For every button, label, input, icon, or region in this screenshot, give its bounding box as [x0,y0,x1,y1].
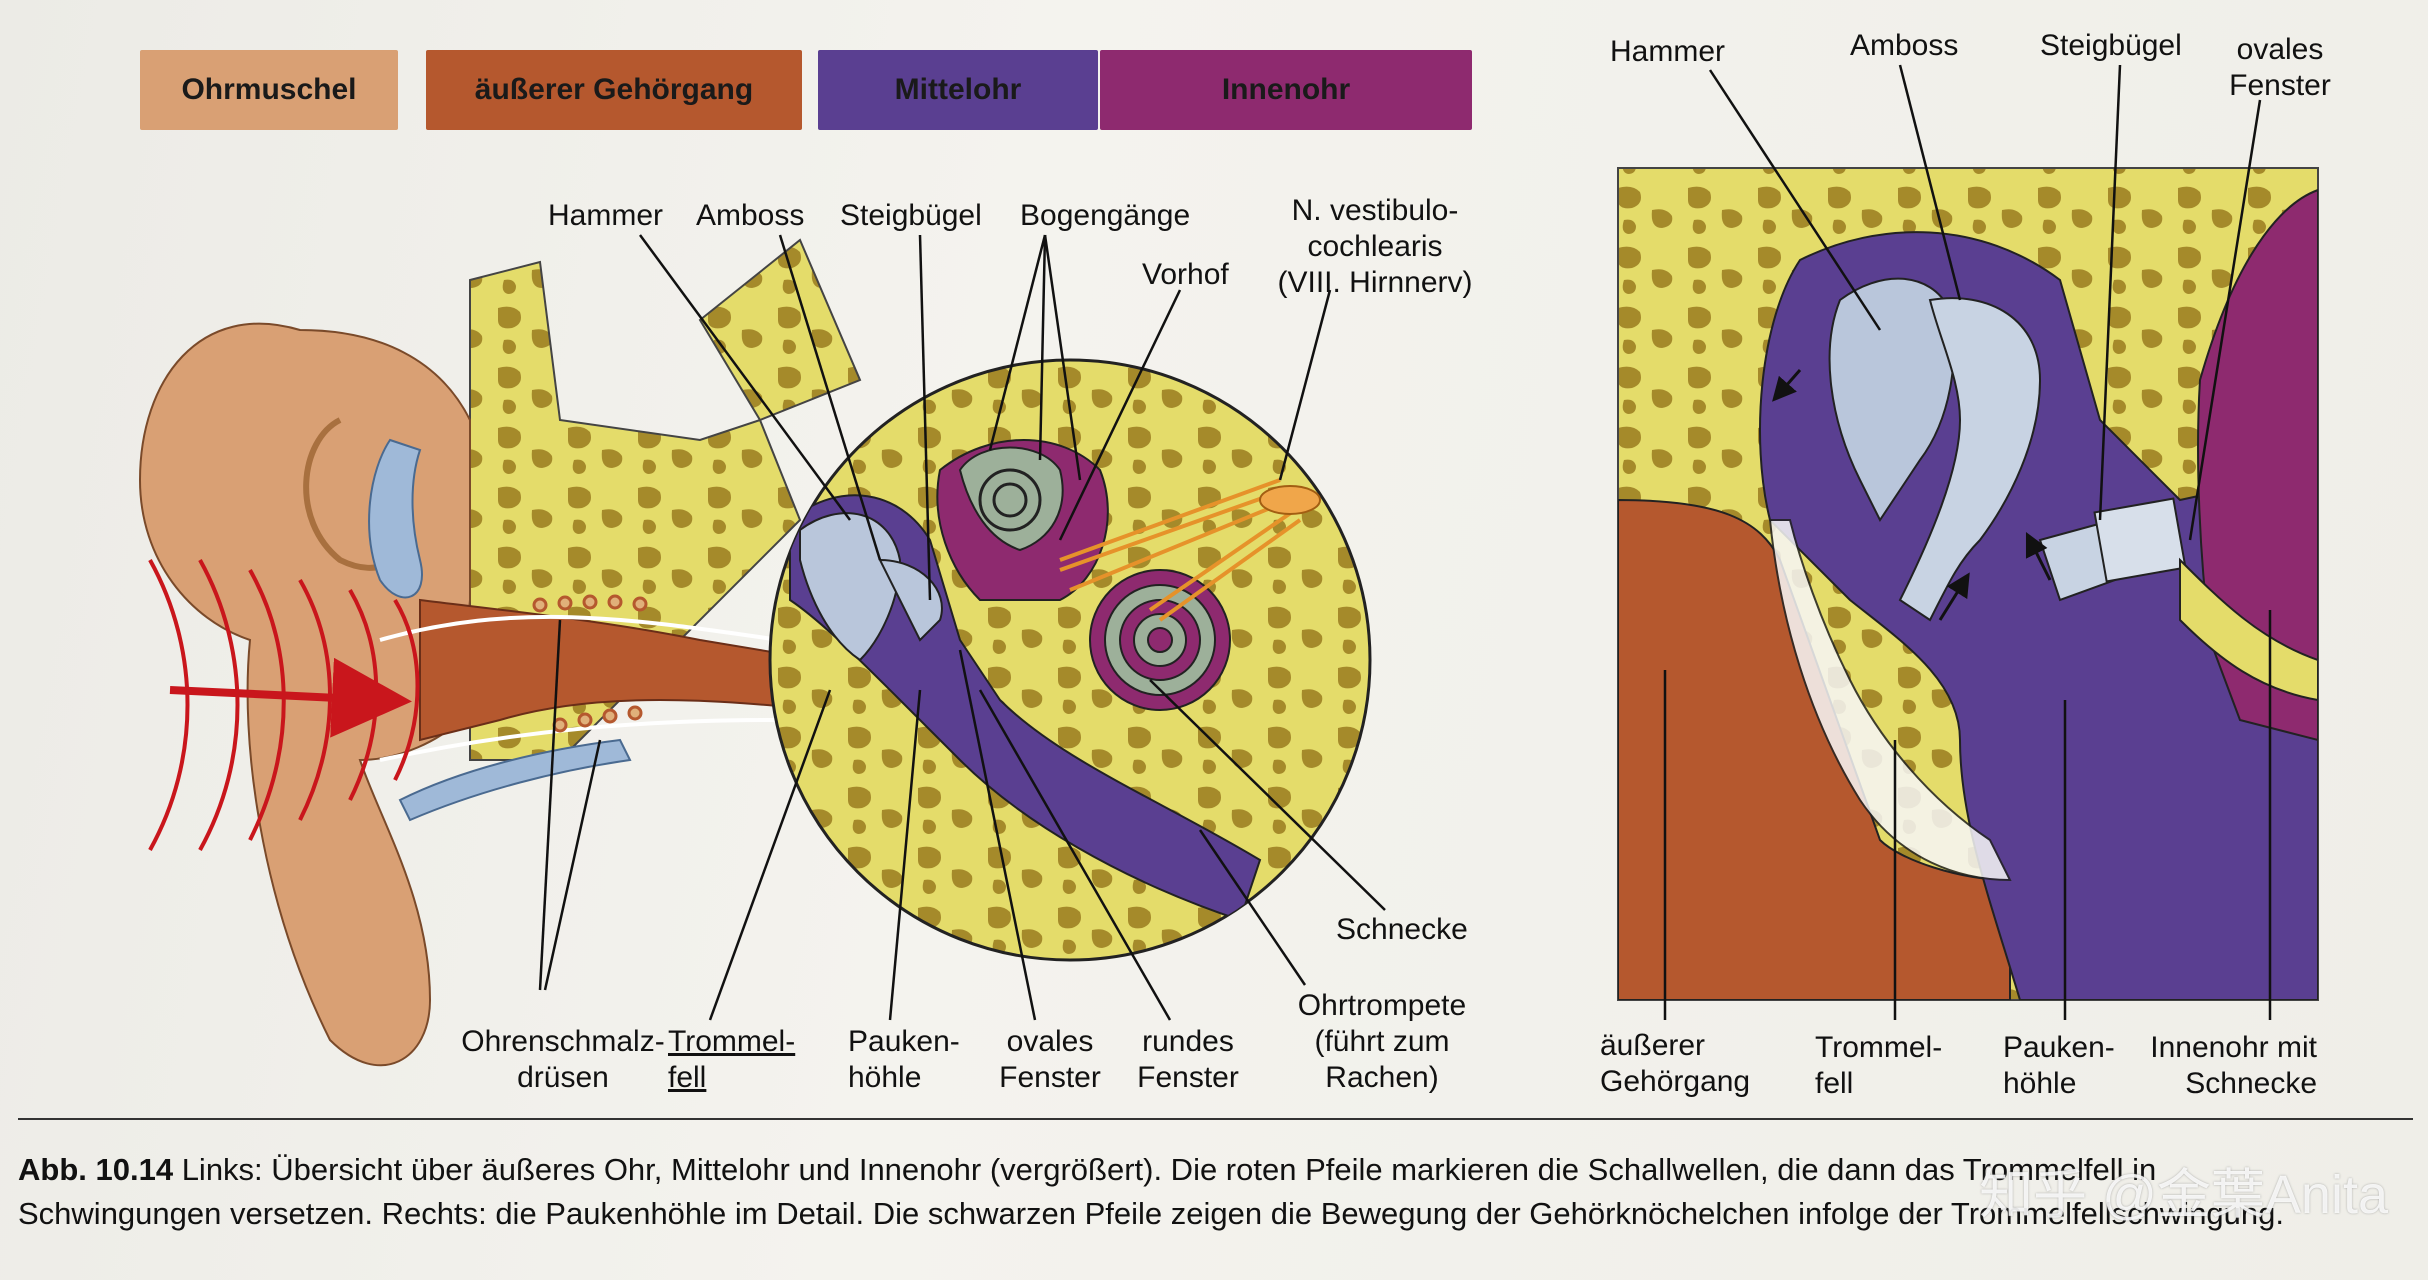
cartilage-upper [368,438,423,599]
label-left-trommelfell-line1: Trommel- [668,1025,796,1058]
label-left-ohrtrompete-line1: Ohrtrompete [1297,989,1467,1022]
label-left-schnecke: Schnecke [1336,913,1468,946]
label-right-ovales-line2: Fenster [2229,69,2331,102]
legend-mittelohr-label: Mittelohr [894,73,1022,106]
label-right-trommelfell-line2: fell [1815,1067,1854,1100]
cartilage-lower [398,738,632,822]
label-right-ovales-fenster: ovales Fenster [2220,32,2340,104]
legend-innenohr-label: Innenohr [1221,73,1351,106]
label-right-gehoergang-line1: äußerer [1600,1029,1706,1062]
label-right-hammer: Hammer [1610,35,1726,68]
label-left-steigbuegel: Steigbügel [840,199,982,232]
caption-rule [18,1118,2413,1120]
label-left-drusen: Ohrenschmalz- drüsen [448,1024,678,1096]
label-left-drusen-line1: Ohrenschmalz- [461,1025,665,1058]
external-ear-canal [379,598,821,762]
label-left-nerv: N. vestibulo- cochlearis (VIII. Hirnnerv… [1275,193,1475,301]
label-left-ovales-fenster: ovales Fenster [990,1024,1110,1096]
label-right-steigbuegel: Steigbügel [2040,29,2182,62]
label-left-ovales-line1: ovales [1006,1025,1094,1058]
label-left-trommelfell: Trommel- fell [668,1024,795,1096]
caption-line1-text: Links: Übersicht über äußeres Ohr, Mitte… [181,1152,2157,1187]
label-right-trommelfell-line1: Trommel- [1815,1031,1943,1064]
label-left-hammer: Hammer [548,199,664,232]
label-left-nerv-line2: cochlearis [1307,230,1443,263]
label-left-bogengaenge: Bogengänge [1020,199,1191,232]
legend-mittelohr: Mittelohr [818,50,1098,130]
label-left-rundes-line2: Fenster [1137,1061,1239,1094]
ceruminous-glands [532,594,648,733]
label-right-paukenhoehle-line1: Pauken- [2003,1031,2115,1064]
magnified-circle [768,358,1372,962]
left-leader-lines [538,234,1386,1021]
label-left-vorhof: Vorhof [1142,258,1229,291]
label-right-innenohr: Innenohr mit Schnecke [2135,1030,2317,1102]
label-right-gehoergang: äußerer Gehörgang [1600,1028,1750,1100]
ossicle-motion-arrows [1772,369,2052,621]
label-right-trommelfell: Trommel- fell [1815,1030,1942,1102]
label-left-ohrtrompete: Ohrtrompete (führt zum Rachen) [1272,988,1492,1096]
nerve-ganglion [1259,485,1321,515]
label-left-paukenhoehle-line2: höhle [848,1061,922,1094]
caption-line1: Abb. 10.14 Links: Übersicht über äußeres… [18,1148,2413,1192]
label-left-rundes-fenster: rundes Fenster [1128,1024,1248,1096]
right-detail-panel [1617,167,2319,1001]
label-left-paukenhoehle-line1: Pauken- [848,1025,960,1058]
nerve-fibers [1059,478,1302,622]
sound-arrow [169,657,412,738]
watermark: 知乎 @金葉Anita [1979,1165,2388,1225]
label-right-paukenhoehle-line2: höhle [2003,1067,2077,1100]
sound-waves [148,559,420,851]
label-left-ohrtrompete-line2: (führt zum [1314,1025,1450,1058]
label-right-paukenhoehle: Pauken- höhle [2003,1030,2115,1102]
label-left-drusen-line2: drüsen [517,1061,609,1094]
legend-ohrmuschel-label: Ohrmuschel [181,73,357,106]
right-leader-lines [1663,64,2272,1020]
label-right-gehoergang-line2: Gehörgang [1600,1065,1751,1098]
figure-caption: Abb. 10.14 Links: Übersicht über äußeres… [18,1148,2413,1236]
label-left-ovales-line2: Fenster [999,1061,1101,1094]
label-left-ohrtrompete-line3: Rachen) [1325,1061,1439,1094]
label-left-rundes-line1: rundes [1142,1025,1234,1058]
label-left-amboss: Amboss [696,199,805,232]
caption-figure-number: Abb. 10.14 [18,1152,174,1187]
legend-ohrmuschel: Ohrmuschel [140,50,398,130]
label-left-nerv-line3: (VIII. Hirnnerv) [1277,266,1473,299]
legend-innenohr: Innenohr [1100,50,1472,130]
cochlea-spiral [1089,569,1231,711]
label-left-nerv-line1: N. vestibulo- [1291,194,1459,227]
legend-aeusserer-gehoergang: äußerer Gehörgang [426,50,802,130]
label-left-paukenhoehle: Pauken- höhle [848,1024,960,1096]
label-right-amboss: Amboss [1850,29,1959,62]
label-right-innenohr-line1: Innenohr mit [2150,1031,2317,1064]
caption-line2: Schwingungen versetzen. Rechts: die Pauk… [18,1196,2285,1231]
label-left-trommelfell-line2: fell [668,1061,707,1094]
label-right-ovales-line1: ovales [2236,33,2324,66]
label-right-innenohr-line2: Schnecke [2185,1067,2317,1100]
legend-gehoergang-label: äußerer Gehörgang [474,73,754,106]
